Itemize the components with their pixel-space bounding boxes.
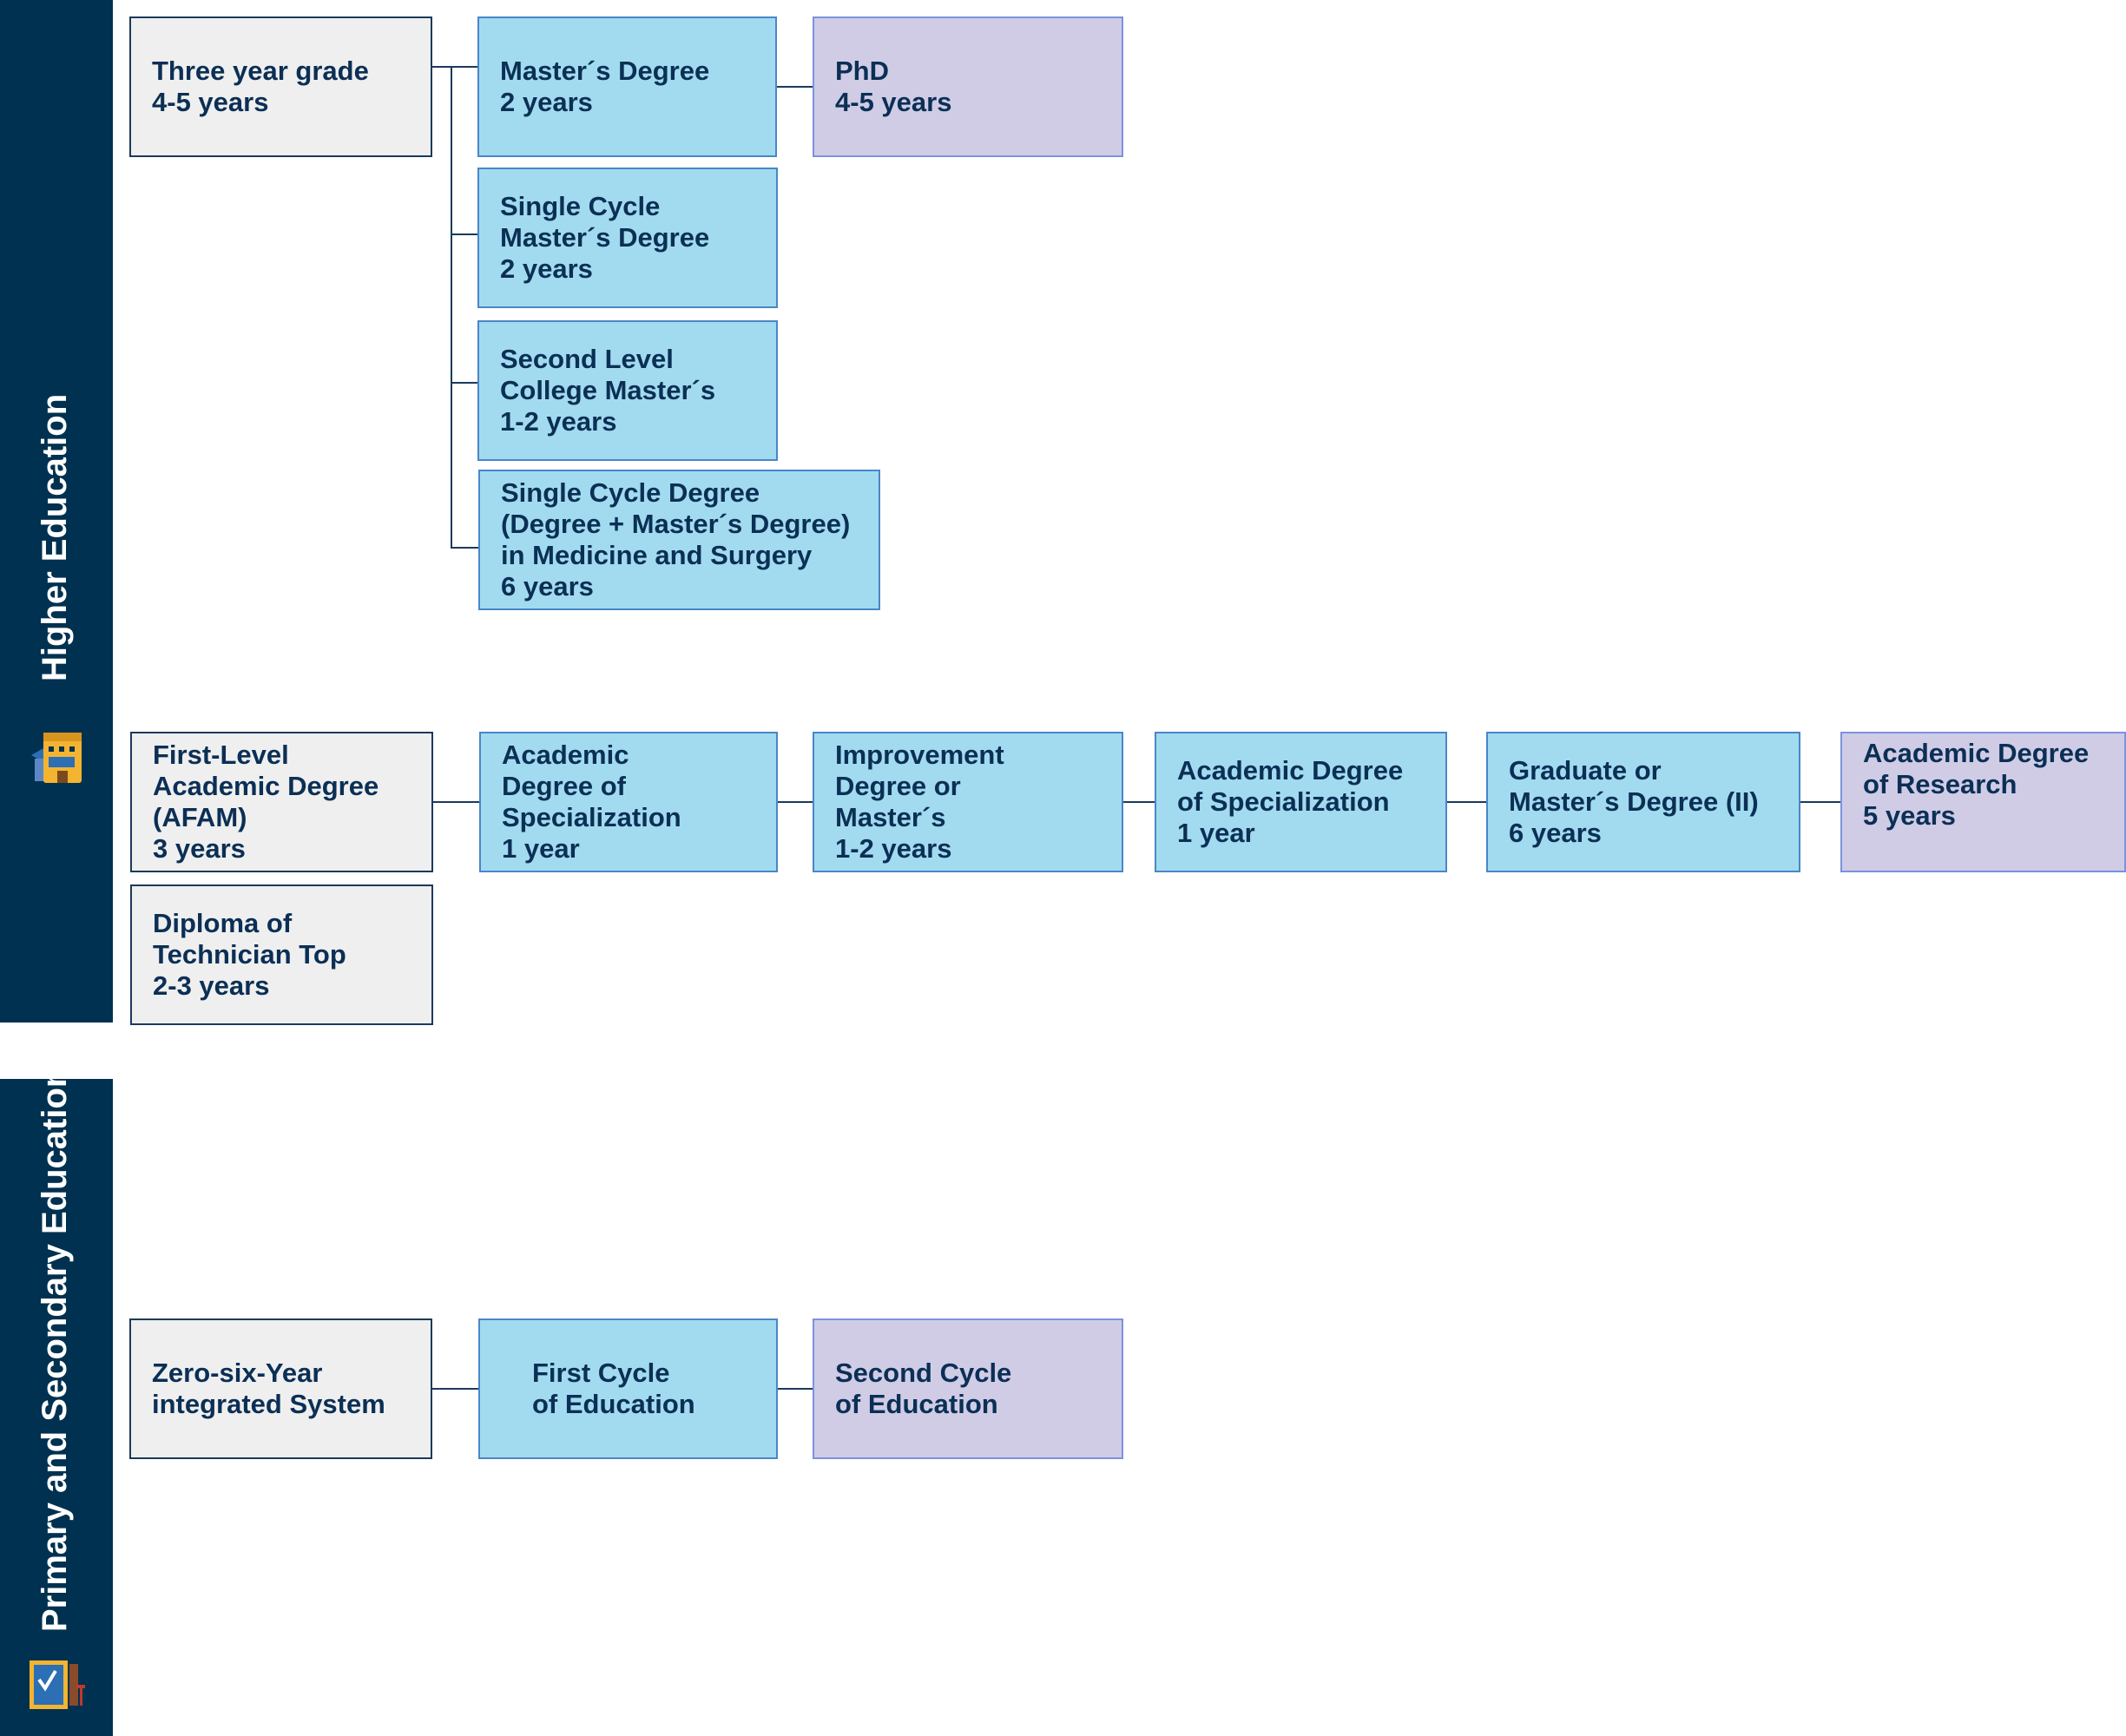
connector	[1446, 801, 1487, 803]
connector	[451, 66, 452, 549]
connector	[431, 66, 478, 68]
school-building-icon	[31, 733, 82, 783]
higher-education-band: Higher Education	[0, 0, 113, 1023]
connector	[431, 1388, 479, 1390]
connector	[451, 382, 478, 384]
primary-secondary-band: Primary and Secondary Education	[0, 1067, 113, 1736]
connector	[776, 86, 813, 88]
box-single-cycle-medicine: Single Cycle Degree(Degree + Master´s De…	[478, 470, 880, 610]
connector	[451, 547, 478, 549]
connector	[451, 233, 478, 235]
classroom-board-icon	[30, 1660, 85, 1709]
connector	[777, 801, 813, 803]
primary-secondary-label: Primary and Secondary Education	[36, 1066, 74, 1632]
connector	[1122, 801, 1155, 803]
connector	[1800, 801, 1841, 803]
higher-education-label: Higher Education	[36, 393, 74, 681]
connector	[777, 1388, 813, 1390]
connector	[432, 801, 479, 803]
